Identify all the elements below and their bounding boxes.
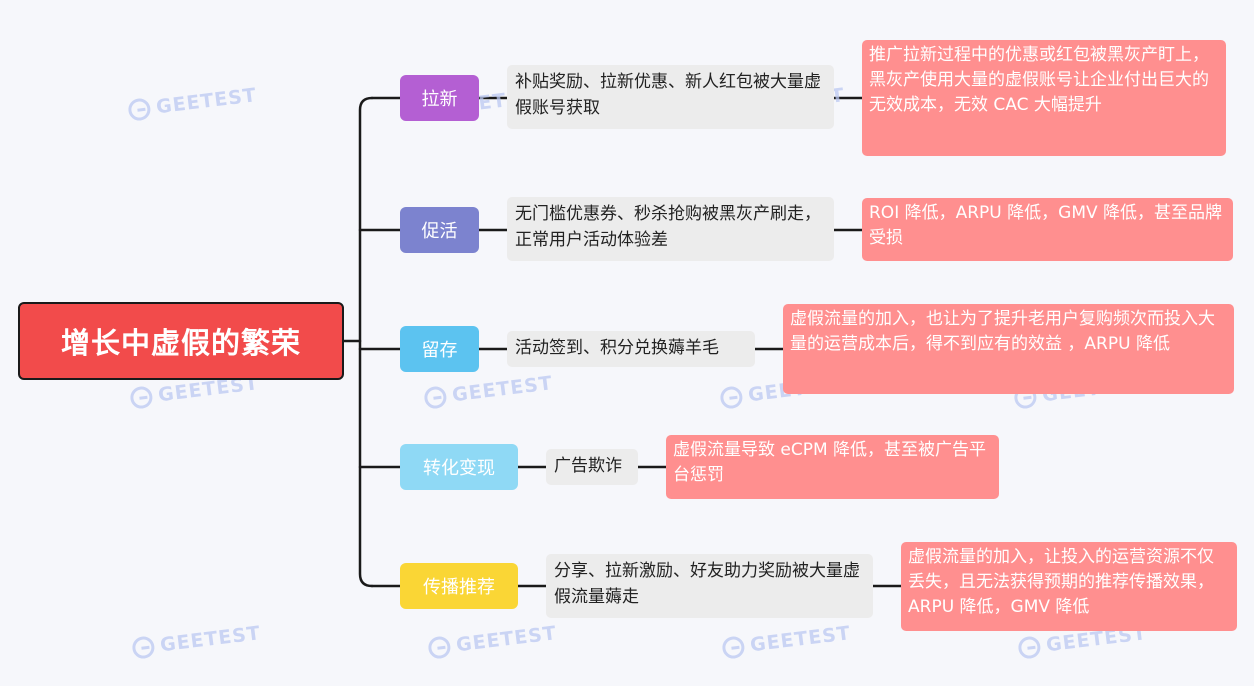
branch-referral-impact: 虚假流量的加入，让投入的运营资源不仅丢失，且无法获得预期的推荐传播效果，ARPU… [901, 542, 1237, 631]
branch-retention-desc: 活动签到、积分兑换薅羊毛 [507, 331, 755, 367]
branch-monetization-desc: 广告欺诈 [546, 449, 638, 485]
geetest-logo-icon [131, 635, 156, 660]
branch-referral-desc: 分享、拉新激励、好友助力奖励被大量虚假流量薅走 [546, 554, 873, 618]
geetest-logo-icon [1017, 635, 1042, 660]
branch-acquisition[interactable]: 拉新 [400, 75, 479, 121]
branch-monetization-impact: 虚假流量导致 eCPM 降低，甚至被广告平台惩罚 [666, 435, 999, 499]
geetest-logo-icon [719, 385, 744, 410]
branch-activation[interactable]: 促活 [400, 207, 479, 253]
geetest-logo-icon [721, 635, 746, 660]
branch-acquisition-impact: 推广拉新过程中的优惠或红包被黑灰产盯上，黑灰产使用大量的虚假账号让企业付出巨大的… [862, 40, 1226, 156]
branch-retention[interactable]: 留存 [400, 326, 479, 372]
branch-acquisition-desc: 补贴奖励、拉新优惠、新人红包被大量虚假账号获取 [507, 65, 834, 129]
root-topic[interactable]: 增长中虚假的繁荣 [18, 302, 344, 380]
geetest-logo-icon [427, 635, 452, 660]
branch-activation-impact: ROI 降低，ARPU 降低，GMV 降低，甚至品牌受损 [862, 198, 1233, 261]
branch-activation-desc: 无门槛优惠券、秒杀抢购被黑灰产刷走，正常用户活动体验差 [507, 197, 834, 261]
branch-retention-impact: 虚假流量的加入，也让为了提升老用户复购频次而投入大量的运营成本后，得不到应有的效… [783, 304, 1234, 394]
geetest-logo-icon [423, 385, 448, 410]
branch-referral[interactable]: 传播推荐 [400, 563, 518, 609]
geetest-logo-icon [129, 385, 154, 410]
branch-monetization[interactable]: 转化变现 [400, 444, 518, 490]
geetest-logo-icon [127, 97, 152, 122]
